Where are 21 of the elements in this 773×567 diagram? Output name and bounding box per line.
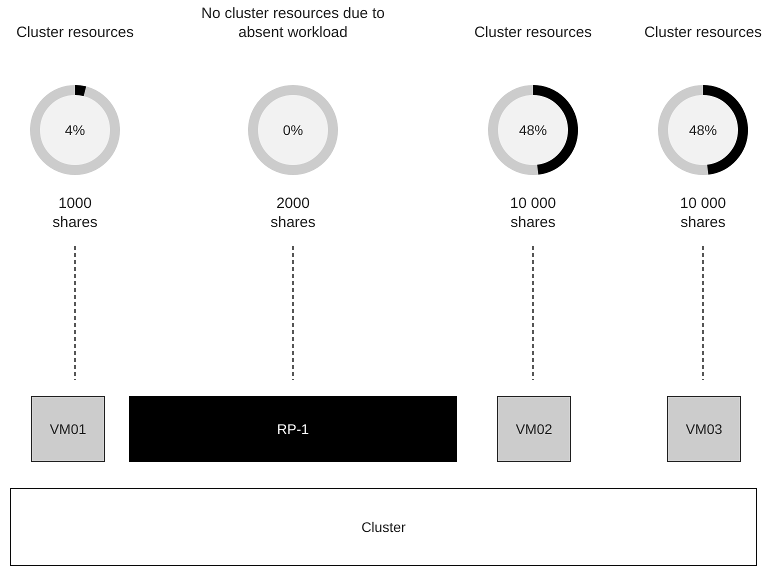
percent-label: 0%	[282, 122, 304, 138]
shares-label: 1000 shares	[51, 194, 99, 232]
shares-label: 10 000 shares	[509, 194, 557, 232]
chart-title: Cluster resources	[643, 23, 763, 42]
vm-box: VM02	[497, 396, 571, 462]
vm-box: VM01	[31, 396, 105, 462]
dashed-connector	[74, 246, 76, 380]
chart-title: No cluster resources due to absent workload	[200, 4, 386, 42]
cluster-box: Cluster	[10, 488, 757, 566]
chart-title: Cluster resources	[473, 23, 593, 42]
shares-label: 10 000 shares	[679, 194, 727, 232]
dashed-connector	[702, 246, 704, 380]
percent-label: 48%	[518, 122, 548, 138]
dashed-connector	[292, 246, 294, 380]
dashed-connector	[532, 246, 534, 380]
vm-box: VM03	[667, 396, 741, 462]
chart-title: Cluster resources	[15, 23, 135, 42]
resource-pool-box: RP-1	[129, 396, 457, 462]
percent-label: 48%	[688, 122, 718, 138]
shares-label: 2000 shares	[269, 194, 317, 232]
percent-label: 4%	[64, 122, 86, 138]
